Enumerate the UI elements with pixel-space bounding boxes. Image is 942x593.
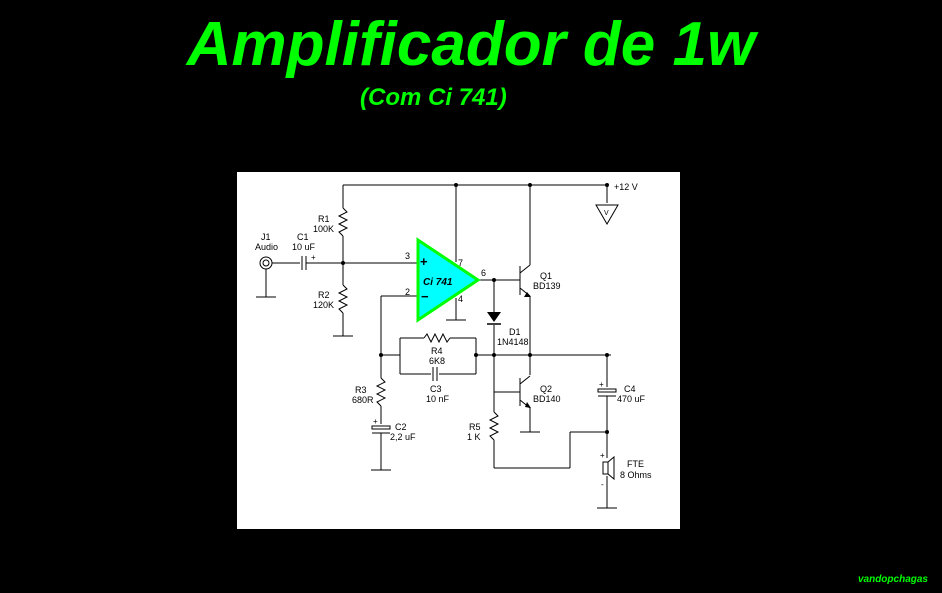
d1-value: 1N4148 xyxy=(497,337,529,347)
c3-ref: C3 xyxy=(430,384,442,394)
r2-value: 120K xyxy=(313,300,334,310)
opamp-plus: + xyxy=(420,254,428,269)
pin-6: 6 xyxy=(481,268,486,278)
fte-pol-plus: + xyxy=(600,451,605,460)
r3-value: 680R xyxy=(352,395,374,405)
c1-pol: + xyxy=(311,253,316,262)
pin-2: 2 xyxy=(405,287,410,297)
schematic-diagram: + − Ci 741 3 2 7 4 6 +12 V V J1 Audio C1… xyxy=(237,172,680,529)
j1-ref: J1 xyxy=(261,232,271,242)
r4-ref: R4 xyxy=(431,346,443,356)
q2-ref: Q2 xyxy=(540,384,552,394)
c1-value: 10 uF xyxy=(292,242,316,252)
c2-value: 2,2 uF xyxy=(390,432,416,442)
schematic-svg: + − Ci 741 3 2 7 4 6 +12 V V J1 Audio C1… xyxy=(255,182,652,509)
fte-ref: FTE xyxy=(627,459,644,469)
supply-label: +12 V xyxy=(614,182,638,192)
d1-diode xyxy=(487,312,501,322)
r3-ref: R3 xyxy=(355,385,367,395)
q2-value: BD140 xyxy=(533,394,561,404)
pin-4: 4 xyxy=(458,294,463,304)
opamp-label: Ci 741 xyxy=(423,277,453,288)
c3-value: 10 nF xyxy=(426,394,450,404)
j1-value: Audio xyxy=(255,242,278,252)
d1-ref: D1 xyxy=(509,327,521,337)
j1-jack xyxy=(259,256,273,270)
r4-value: 6K8 xyxy=(429,356,445,366)
q1-ref: Q1 xyxy=(540,271,552,281)
r5-ref: R5 xyxy=(469,422,481,432)
r5-value: 1 K xyxy=(467,432,481,442)
supply-symbol-label: V xyxy=(604,210,609,217)
r1-ref: R1 xyxy=(318,214,330,224)
r5-resistor xyxy=(488,411,500,441)
supply-symbol xyxy=(595,204,619,225)
c4-capacitor xyxy=(597,388,617,393)
r1-value: 100K xyxy=(313,224,334,234)
opamp-741 xyxy=(416,237,481,323)
c1-ref: C1 xyxy=(297,232,309,242)
page-subtitle: (Com Ci 741) xyxy=(360,84,507,111)
page-title: Amplificador de 1w xyxy=(186,10,756,79)
opamp-minus: − xyxy=(421,289,429,304)
r2-resistor xyxy=(337,284,349,314)
credit-text: vandopchagas xyxy=(857,574,928,585)
r4-resistor xyxy=(423,332,451,344)
c4-ref: C4 xyxy=(624,384,636,394)
c4-pol: + xyxy=(599,380,604,389)
q1-value: BD139 xyxy=(533,281,561,291)
fte-pol-minus: - xyxy=(601,480,604,489)
c2-capacitor xyxy=(371,425,391,430)
c4-value: 470 uF xyxy=(617,394,646,404)
fte-value: 8 Ohms xyxy=(620,470,652,480)
r1-resistor xyxy=(337,207,349,237)
c2-ref: C2 xyxy=(395,422,407,432)
pin-7: 7 xyxy=(458,258,463,268)
r3-resistor xyxy=(375,377,387,407)
pin-3: 3 xyxy=(405,251,410,261)
r2-ref: R2 xyxy=(318,290,330,300)
c2-pol: + xyxy=(373,417,378,426)
speaker-fte xyxy=(602,461,609,475)
